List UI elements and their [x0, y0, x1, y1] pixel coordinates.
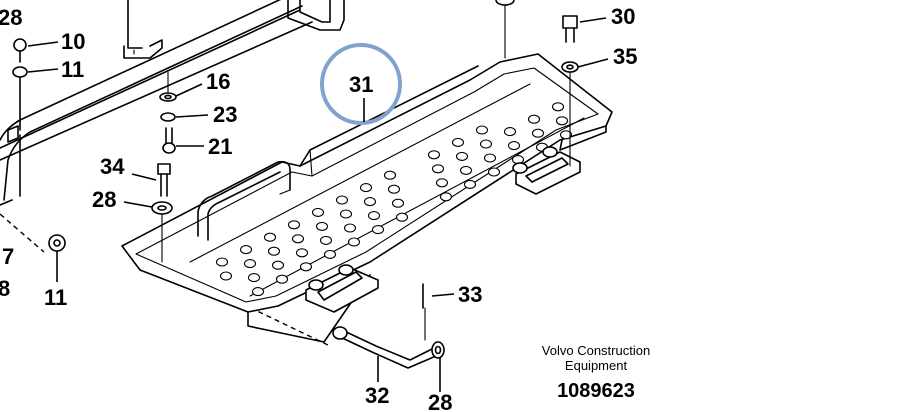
- perforation-hole: [363, 197, 377, 207]
- rod-part-32: [332, 326, 437, 369]
- perforation-hole: [527, 114, 541, 124]
- bolt-part-30: [562, 15, 578, 43]
- callout-7: 7: [2, 244, 14, 269]
- perforation-hole: [359, 183, 373, 193]
- nut-part-11-top: [12, 66, 28, 131]
- nut-part-11-bottom: [48, 234, 66, 282]
- callout-10: 10: [61, 29, 85, 54]
- perforation-hole: [215, 257, 229, 267]
- perforation-hole: [239, 245, 253, 255]
- callout-11-top: 11: [61, 57, 84, 82]
- perforation-hole: [487, 167, 501, 177]
- perforation-hole: [263, 232, 277, 242]
- callout-16: 16: [206, 69, 230, 94]
- highlight-circle-part-31: [320, 43, 402, 125]
- perforation-hole: [299, 262, 313, 272]
- hinge-lower: [305, 264, 379, 313]
- callout-8: 8: [0, 276, 10, 301]
- perforation-hole: [439, 192, 453, 202]
- perforation-hole: [387, 184, 401, 194]
- washer-part-28-bottom: [431, 341, 445, 359]
- callout-34: 34: [100, 154, 125, 179]
- callout-30: 30: [611, 4, 635, 29]
- perforation-hole: [319, 235, 333, 245]
- perforation-hole: [455, 151, 469, 161]
- brand-line-1: Volvo Construction: [542, 343, 650, 358]
- perforation-hole: [551, 102, 565, 112]
- perforation-hole: [451, 137, 465, 147]
- perforation-hole: [323, 249, 337, 259]
- perforation-hole: [339, 209, 353, 219]
- plate-handle: [197, 160, 291, 241]
- washer-part-28-left: [151, 201, 173, 263]
- perforation-hole: [559, 130, 573, 140]
- perforation-hole: [315, 221, 329, 231]
- perforation-hole: [427, 150, 441, 160]
- perforation-hole: [483, 153, 497, 163]
- perforation-hole: [243, 259, 257, 269]
- leader-lines: [27, 17, 609, 392]
- perforation-hole: [383, 170, 397, 180]
- callout-35: 35: [613, 44, 637, 69]
- perforation-hole: [371, 225, 385, 235]
- perforation-hole: [287, 220, 301, 230]
- brand-line-2: Equipment: [565, 358, 628, 373]
- perforation-hole: [391, 198, 405, 208]
- washer-top-partial: [495, 0, 515, 6]
- callout-11-bottom: 11: [44, 285, 67, 310]
- callout-31: 31: [349, 72, 373, 97]
- perforation-hole: [555, 116, 569, 126]
- document-number: 1089623: [557, 380, 635, 402]
- bolt-part-21: [162, 127, 176, 154]
- bolt-part-34: [157, 163, 171, 197]
- bolt-part-10: [13, 38, 27, 63]
- perforation-hole: [343, 223, 357, 233]
- perforation-hole: [459, 165, 473, 175]
- callout-23: 23: [213, 102, 237, 127]
- perforation-hole: [395, 212, 409, 222]
- perforation-hole: [219, 271, 233, 281]
- machine-frame-rail: [0, 0, 345, 206]
- pin-part-33: [422, 283, 426, 341]
- perforation-hole: [247, 273, 261, 283]
- perforation-hole: [435, 178, 449, 188]
- perforation-hole: [291, 234, 305, 244]
- perforation-hole: [335, 195, 349, 205]
- hinge-right: [512, 146, 581, 195]
- perforation-hole: [367, 211, 381, 221]
- perforation-hole: [475, 125, 489, 135]
- washer-part-16: [159, 71, 177, 102]
- perforation-hole: [531, 128, 545, 138]
- perforation-hole: [463, 179, 477, 189]
- callout-28-top-left: 28: [0, 5, 22, 30]
- perforation-hole: [251, 287, 265, 297]
- callout-21: 21: [208, 134, 232, 159]
- perforation-hole: [275, 274, 289, 284]
- perforation-hole: [311, 207, 325, 217]
- callout-32: 32: [365, 383, 389, 408]
- perforation-hole: [503, 127, 517, 137]
- callout-33: 33: [458, 282, 482, 307]
- washer-part-35: [561, 61, 579, 167]
- perforation-hole: [479, 139, 493, 149]
- plate-perforations: [215, 102, 573, 297]
- callout-28-left: 28: [92, 187, 116, 212]
- cable-route-dashed: [0, 213, 45, 253]
- perforation-hole: [347, 237, 361, 247]
- perforation-hole: [271, 260, 285, 270]
- callout-28-bottom: 28: [428, 390, 452, 412]
- perforation-hole: [267, 246, 281, 256]
- perforation-hole: [431, 164, 445, 174]
- washer-part-23: [160, 112, 176, 122]
- perforation-hole: [507, 141, 521, 151]
- perforation-hole: [295, 248, 309, 258]
